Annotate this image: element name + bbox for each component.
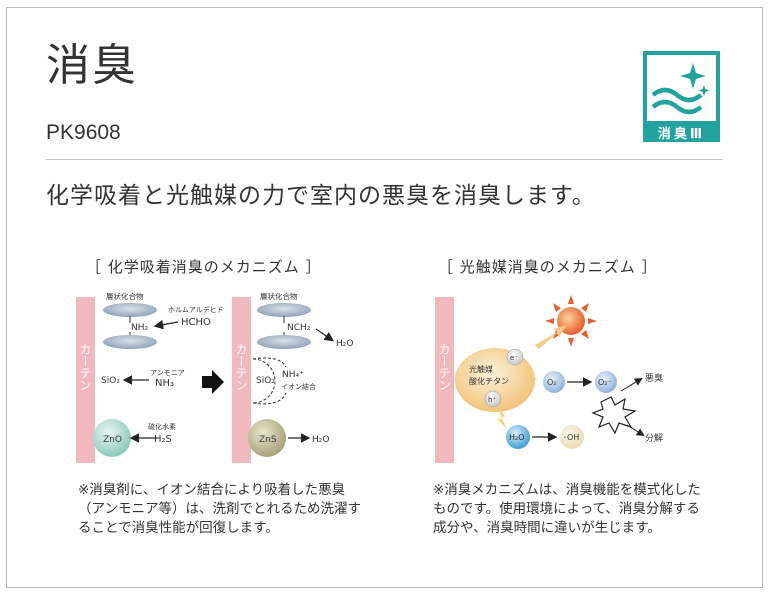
sparkle-wave-icon [651, 63, 709, 115]
photocatalyst-section-title: ［ 光触媒消臭のメカニズム ］ [438, 258, 658, 276]
page-frame [6, 7, 763, 588]
decompose-label: 分解 [645, 432, 663, 444]
photocatalyst-note: ※消臭メカニズムは、消臭機能を模式化した ものです。使用環境によって、消臭分解す… [433, 482, 701, 536]
zns-label: ZnS [259, 435, 277, 445]
water-label: H₂O [509, 433, 525, 442]
layer-compound-top-after [257, 303, 311, 317]
chemical-section-title: ［ 化学吸着消臭のメカニズム ］ [86, 258, 322, 276]
catalyst-label-line2: 酸化チタン [469, 376, 509, 386]
deodorant-badge: 消臭Ⅲ [643, 51, 720, 142]
ammonia-label: アンモニア [150, 369, 185, 377]
transition-arrow [202, 370, 224, 394]
sio2-label-after: SiO₂ [256, 376, 275, 386]
nh4-label: NH₄⁺ [282, 370, 304, 380]
zns-sphere [248, 419, 286, 457]
curtain-label-after: カーテン [234, 343, 248, 391]
ionic-bond-label: イオン結合 [281, 382, 316, 391]
o2-sphere [543, 371, 565, 393]
electron-lightning-icon [523, 363, 539, 381]
curtain-label: カーテン [78, 343, 92, 391]
formaldehyde-label: ホルムアルデヒド [168, 305, 224, 314]
product-code: PK9608 [46, 121, 121, 144]
curtain-bar-after [232, 297, 251, 463]
hole-lightning-icon [497, 405, 507, 429]
o2-radical-label: O₂⁻ [598, 378, 612, 387]
divider [46, 159, 723, 160]
h2s-label: H₂S [154, 434, 172, 445]
light-beam-icon [535, 325, 567, 349]
water-sphere [506, 425, 530, 449]
hydrogen-sulfide-label: 硫化水素 [148, 422, 176, 431]
zno-label: ZnO [103, 435, 122, 445]
nh3-label: NH₃ [155, 378, 174, 389]
o2-label: O₂ [547, 378, 557, 387]
layer-compound-label: 層状化合物 [106, 291, 144, 301]
layer-compound-top [103, 303, 157, 317]
catalyst-label-line1: 光触媒 [469, 364, 493, 374]
nh2-label: NH₂ [131, 323, 149, 333]
hcho-label: HCHO [181, 317, 211, 328]
o2-radical-sphere [595, 371, 617, 393]
layer-compound-bottom [103, 335, 157, 349]
curtain-label: カーテン [437, 343, 451, 391]
hole-label: h⁺ [488, 396, 496, 404]
curtain-bar [435, 297, 454, 463]
h2o-label-bottom: H₂O [312, 435, 329, 445]
sun-icon [545, 295, 597, 347]
electron-label: e⁻ [510, 354, 518, 362]
chemical-adsorption-diagram: カーテン 層状化合物 NH₂ ホルムアルデヒド HCHO SiO₂ アンモニア … [76, 291, 353, 463]
headline: 化学吸着と光触媒の力で室内の悪臭を消臭します。 [46, 183, 596, 209]
bad-odor-label: 悪臭 [645, 372, 663, 384]
hydroxyl-sphere [560, 425, 584, 449]
layer-compound-label-after: 層状化合物 [260, 291, 298, 301]
hydroxyl-label: ･OH [563, 433, 579, 442]
electron-circle [506, 348, 524, 366]
photocatalyst-diagram: カーテン 光触媒 酸化チタン e⁻ h⁺ O₂ O₂⁻ 悪臭 分解 H₂O [435, 295, 663, 463]
page-title: 消臭 [46, 40, 138, 91]
h2o-label-top: H₂O [336, 339, 353, 349]
sio2-label: SiO₂ [101, 376, 120, 386]
hole-circle [484, 390, 502, 408]
zno-sphere [93, 419, 131, 457]
decomposition-burst-icon [591, 396, 637, 435]
layer-compound-bottom-after [257, 335, 311, 349]
badge-label: 消臭Ⅲ [657, 127, 706, 142]
nch2-label: NCH₂ [287, 323, 311, 333]
curtain-bar [76, 297, 95, 463]
chemical-note: ※消臭剤に、イオン結合により吸着した悪臭 （アンモニア等）は、洗剤でとれるため洗… [78, 482, 361, 536]
badge-icon-area [647, 55, 716, 121]
